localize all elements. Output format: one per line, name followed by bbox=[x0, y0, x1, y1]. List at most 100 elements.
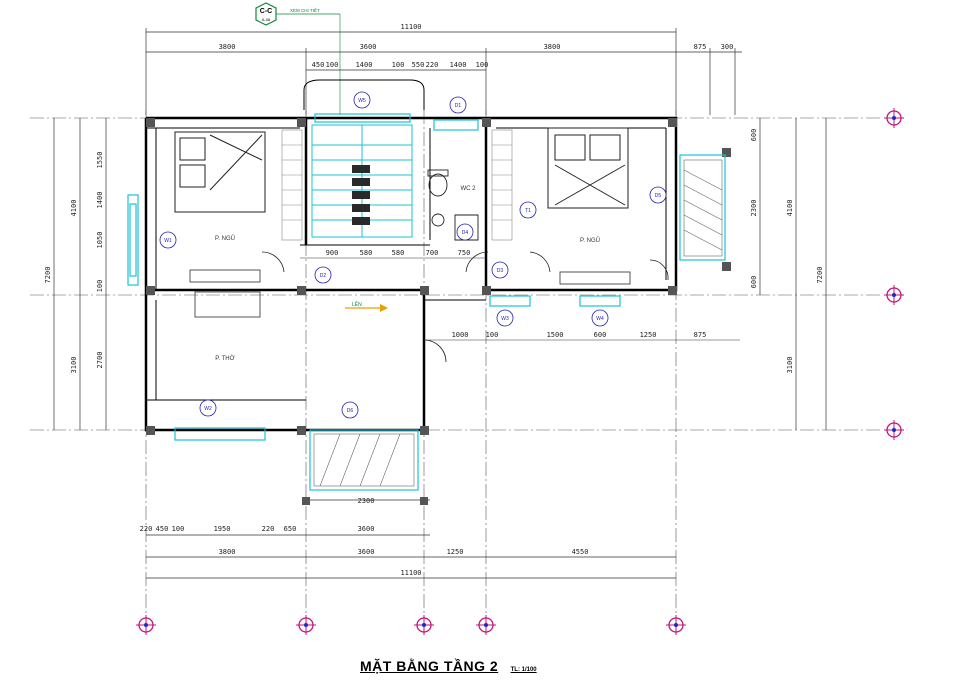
left-detail-3: 1050 bbox=[96, 232, 104, 249]
tag-w2: W2 bbox=[204, 406, 212, 412]
room-label-altar: P. THỜ bbox=[215, 355, 235, 362]
grid-marker-col-2 bbox=[296, 615, 316, 635]
tag-d5: D5 bbox=[655, 193, 662, 199]
right-dim-1: 4100 bbox=[786, 200, 794, 217]
left-dim-2: 3100 bbox=[70, 357, 78, 374]
room-label-bedroom-1: P. NGỦ bbox=[215, 235, 235, 242]
grid-marker-row-a bbox=[884, 108, 904, 128]
bottom-detail-3: 100 bbox=[172, 525, 185, 533]
top-dim-1: 3800 bbox=[219, 43, 236, 51]
grid-marker-row-b bbox=[884, 285, 904, 305]
drawing-title: MẶT BẰNG TẦNG 2 TL: 1/100 bbox=[360, 658, 537, 676]
room-label-bedroom-2: P. NGỦ bbox=[580, 237, 600, 244]
left-dim-1: 4100 bbox=[70, 200, 78, 217]
tag-d3: D3 bbox=[497, 268, 504, 274]
inner-walls bbox=[146, 127, 667, 401]
stair-dim-3: 1400 bbox=[356, 61, 373, 69]
walls bbox=[144, 116, 678, 432]
mid-dim-2: 580 bbox=[360, 249, 373, 257]
right-detail-3: 600 bbox=[750, 276, 758, 289]
grid-marker-col-1 bbox=[136, 615, 156, 635]
middle-dimension-line bbox=[300, 257, 740, 341]
mid-dim-5: 750 bbox=[458, 249, 471, 257]
scale-text: TL: 1/100 bbox=[510, 667, 537, 673]
right-detail-1: 600 bbox=[750, 129, 758, 142]
stair-core bbox=[352, 165, 370, 225]
bottom-dim-4: 4550 bbox=[572, 548, 589, 556]
tag-d1: D1 bbox=[455, 103, 462, 109]
bed-right bbox=[547, 127, 629, 209]
bottom-dim-3: 1250 bbox=[447, 548, 464, 556]
section-note: XEM CHI TIẾT bbox=[290, 7, 320, 13]
grid-marker-row-c bbox=[884, 420, 904, 440]
mid-dim-1: 900 bbox=[326, 249, 339, 257]
right-dim-2: 3100 bbox=[786, 357, 794, 374]
bottom-detail-2: 450 bbox=[156, 525, 169, 533]
tag-w4: W4 bbox=[596, 316, 604, 322]
top-dim-2: 3600 bbox=[360, 43, 377, 51]
windows bbox=[127, 113, 726, 491]
grid-marker-col-3 bbox=[414, 615, 434, 635]
stair-dim-2: 100 bbox=[326, 61, 339, 69]
top-dim-3: 3800 bbox=[544, 43, 561, 51]
mid-dim-8: 1500 bbox=[547, 331, 564, 339]
up-arrow: LÊN bbox=[345, 300, 388, 312]
element-tags bbox=[159, 91, 667, 419]
bottom-detail-5: 220 bbox=[262, 525, 275, 533]
top-dim-5: 300 bbox=[721, 43, 734, 51]
left-detail-5: 2700 bbox=[96, 352, 104, 369]
right-detail-2: 2300 bbox=[750, 200, 758, 217]
bottom-dim-2: 3600 bbox=[358, 548, 375, 556]
bottom-dim-1: 3800 bbox=[219, 548, 236, 556]
wc-fixtures bbox=[427, 169, 479, 241]
grid-marker-col-4 bbox=[476, 615, 496, 635]
up-arrow-label: LÊN bbox=[352, 300, 362, 308]
bottom-detail-4: 1950 bbox=[214, 525, 231, 533]
stair-dim-5: 550 bbox=[412, 61, 425, 69]
top-dim-4: 875 bbox=[694, 43, 707, 51]
mid-dim-9: 600 bbox=[594, 331, 607, 339]
left-detail-2: 1400 bbox=[96, 192, 104, 209]
grid-marker-col-5 bbox=[666, 615, 686, 635]
columns bbox=[146, 118, 731, 505]
section-marker: C-C A-08 XEM CHI TIẾT bbox=[255, 2, 341, 115]
top-dimensions bbox=[145, 28, 742, 115]
left-detail-1: 1550 bbox=[96, 152, 104, 169]
bottom-detail-1: 220 bbox=[140, 525, 153, 533]
tag-d4: D4 bbox=[462, 230, 469, 236]
grid-lines bbox=[30, 110, 880, 615]
mid-dim-4: 700 bbox=[426, 249, 439, 257]
tag-w5: W5 bbox=[358, 98, 366, 104]
left-dimensions bbox=[53, 118, 107, 430]
stair-dim-1: 450 bbox=[312, 61, 325, 69]
tag-w3: W3 bbox=[501, 316, 509, 322]
bottom-detail-6: 650 bbox=[284, 525, 297, 533]
stair-dim-7: 1400 bbox=[450, 61, 467, 69]
bottom-overall-dim: 11100 bbox=[400, 569, 421, 577]
balcony-dim: 2300 bbox=[358, 497, 375, 505]
top-overall-dim: 11100 bbox=[400, 23, 421, 31]
mid-dim-10: 1250 bbox=[640, 331, 657, 339]
bed-left bbox=[174, 131, 266, 213]
tag-w1: W1 bbox=[164, 238, 172, 244]
stair-dim-4: 100 bbox=[392, 61, 405, 69]
furniture bbox=[189, 269, 631, 318]
left-overall-dim: 7200 bbox=[44, 267, 52, 284]
mid-dim-3: 580 bbox=[392, 249, 405, 257]
closets bbox=[281, 129, 513, 241]
room-label-wc: WC 2 bbox=[461, 186, 477, 192]
bottom-detail-7: 3600 bbox=[358, 525, 375, 533]
balcony-right bbox=[683, 159, 723, 257]
stair-dim-8: 100 bbox=[476, 61, 489, 69]
tag-d2: D2 bbox=[320, 273, 327, 279]
bottom-dimensions bbox=[146, 499, 676, 579]
door-swings bbox=[261, 251, 669, 363]
right-dimensions bbox=[759, 118, 827, 430]
mid-dim-11: 875 bbox=[694, 331, 707, 339]
stair-dim-6: 220 bbox=[426, 61, 439, 69]
stair-arch bbox=[303, 79, 425, 110]
tag-d6: D6 bbox=[347, 408, 354, 414]
section-label: C-C bbox=[260, 8, 272, 15]
section-ref: A-08 bbox=[262, 17, 271, 22]
